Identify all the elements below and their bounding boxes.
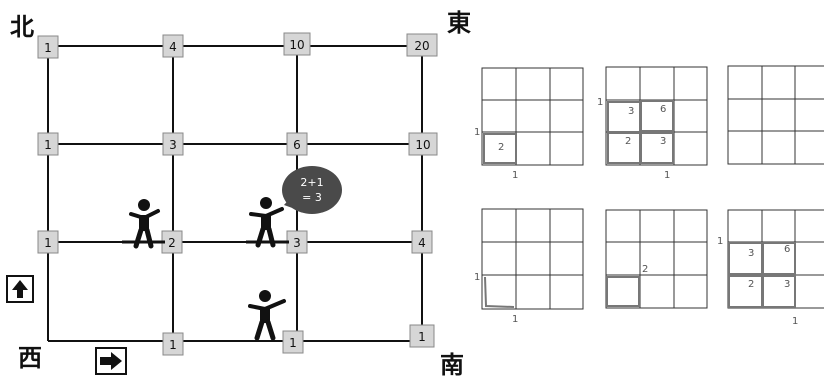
sketch-number: 1 [474, 127, 480, 138]
sketch-bottom-middle [605, 209, 708, 309]
sketch-number: 3 [784, 279, 790, 290]
node-label: 1 [44, 41, 52, 55]
bubble-line-2: = 3 [302, 191, 322, 204]
grid-nodes: 1 4 10 20 1 3 6 10 1 2 3 4 1 1 1 [37, 32, 438, 356]
node-label: 3 [169, 138, 177, 152]
bubble-line-1: 2+1 [300, 176, 323, 189]
sketch-number: 6 [660, 104, 666, 115]
node-box [286, 132, 308, 156]
direction-south: 南 [440, 351, 464, 379]
person-icon [122, 199, 165, 249]
pencil-marks [483, 100, 796, 308]
node-label: 1 [289, 336, 297, 350]
sketch-number: 1 [512, 170, 518, 181]
node-box [162, 34, 184, 58]
sketch-number: 1 [597, 97, 603, 108]
node-box [406, 33, 438, 57]
node-box [408, 132, 438, 156]
sketch-numbers: 2 1 1 3 6 2 3 1 1 1 1 2 3 6 2 3 1 1 [474, 97, 798, 327]
node-label: 1 [169, 338, 177, 352]
sketch-number: 3 [628, 106, 634, 117]
sketch-number: 3 [748, 248, 754, 259]
direction-west: 西 [18, 344, 42, 372]
sketch-bottom-left [481, 208, 584, 310]
sketch-number: 3 [660, 136, 666, 147]
node-box [411, 230, 433, 254]
node-label: 3 [293, 236, 301, 250]
node-label: 10 [415, 138, 430, 152]
sketch-number: 2 [642, 264, 648, 275]
node-label: 1 [44, 138, 52, 152]
sketch-number: 1 [717, 236, 723, 247]
person-icon [246, 197, 289, 248]
sketch-number: 1 [474, 272, 480, 283]
sketch-number: 2 [625, 136, 631, 147]
node-label: 1 [44, 236, 52, 250]
node-label: 4 [418, 236, 426, 250]
node-box [37, 132, 59, 156]
sketch-number: 1 [792, 316, 798, 327]
person-icon [248, 290, 286, 341]
node-box [162, 132, 184, 156]
node-box [37, 230, 59, 254]
node-label: 6 [293, 138, 301, 152]
node-label: 10 [289, 38, 304, 52]
sketch-top-right [727, 65, 824, 165]
node-label: 4 [169, 40, 177, 54]
sketch-number: 1 [664, 170, 670, 181]
node-box [409, 324, 435, 348]
node-label: 2 [168, 236, 176, 250]
sketch-number: 6 [784, 244, 790, 255]
node-label: 1 [418, 330, 426, 344]
sketch-top-middle [605, 66, 708, 166]
node-label: 20 [414, 39, 429, 53]
sketch-grids [481, 65, 824, 310]
sketch-bottom-right [727, 209, 824, 309]
street-grid [47, 45, 423, 342]
node-box [162, 332, 184, 356]
speech-bubble: 2+1 = 3 [282, 166, 342, 214]
up-arrow-icon [6, 275, 34, 303]
sketch-number: 2 [498, 142, 504, 153]
node-box [283, 32, 311, 56]
sketch-number: 2 [748, 279, 754, 290]
direction-north: 北 [10, 13, 34, 41]
node-box [37, 35, 59, 59]
right-arrow-icon [95, 347, 127, 375]
sketch-number: 1 [512, 314, 518, 325]
node-box [282, 330, 304, 354]
direction-east: 東 [447, 9, 471, 37]
